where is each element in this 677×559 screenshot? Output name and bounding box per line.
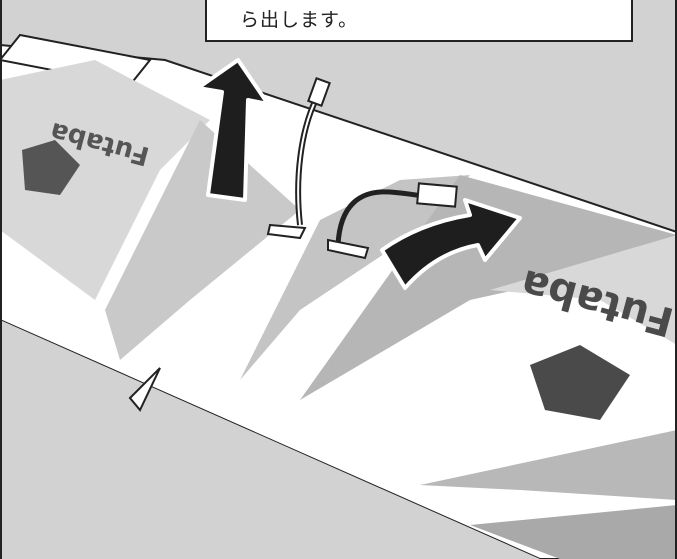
- futaba-logo-icon: [530, 345, 630, 420]
- futaba-logo-icon: [22, 140, 80, 195]
- wing-surface: [0, 43, 677, 559]
- wing-stripe: [490, 235, 677, 345]
- wing-edge-shadow: [0, 320, 540, 559]
- arrow-up-icon: [196, 58, 270, 202]
- servo-plug-icon: [327, 182, 458, 260]
- wing-stripe: [240, 175, 470, 380]
- arrow-curved-right-icon: [380, 198, 522, 290]
- wing-stripe: [470, 505, 677, 559]
- wing-stripe: [0, 60, 210, 300]
- wing-stripe: [105, 120, 300, 360]
- servo-lead-icon: [266, 77, 331, 240]
- wing-stripe: [420, 430, 677, 500]
- wing-fin: [128, 367, 161, 412]
- instruction-caption: ら出します。: [205, 0, 633, 42]
- wing-stripe: [300, 175, 677, 400]
